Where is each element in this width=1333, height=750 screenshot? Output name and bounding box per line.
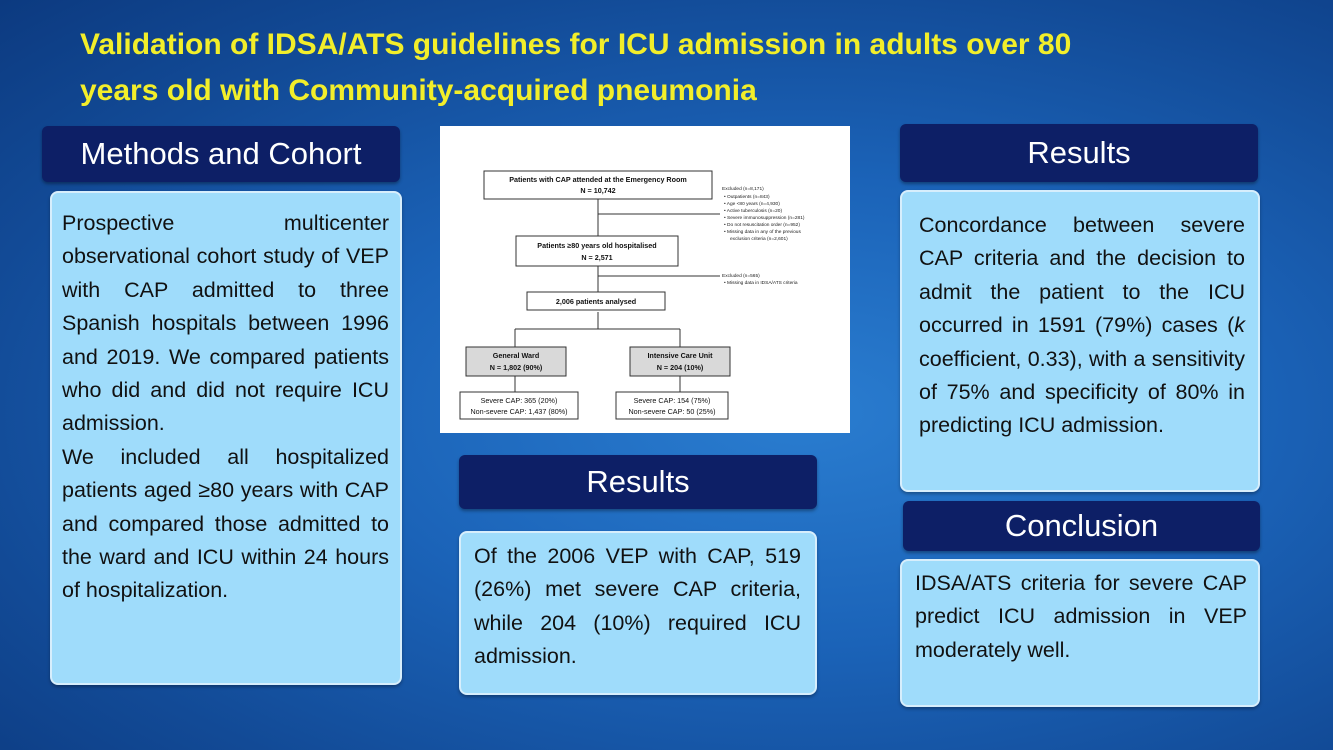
results-right-text: Concordance between severe CAP criteria … [919, 213, 1245, 438]
flow-excl1-item: • Active tuberculosis (n=20) [724, 208, 782, 214]
flow-excl1-item: • Missing data in any of the previous [724, 229, 801, 235]
flow-excl2-title: Excluded (n=565) [722, 273, 760, 279]
conclusion-box: IDSA/ATS criteria for severe CAP predict… [900, 559, 1260, 707]
poster-title-line-1: Validation of IDSA/ATS guidelines for IC… [80, 28, 1072, 61]
methods-paragraph-2: We included all hospitalized patients ag… [62, 444, 389, 603]
flow-box-analysed [526, 291, 666, 311]
methods-header: Methods and Cohort [42, 126, 400, 182]
k-symbol: k [1234, 313, 1245, 338]
poster-title: Validation of IDSA/ATS guidelines for IC… [80, 22, 1280, 114]
flow-top-n: N = 10,742 [580, 186, 615, 195]
flow-box-ward [465, 346, 567, 377]
flow-icu-n: N = 204 (10%) [657, 363, 704, 372]
results-right-box: Concordance between severe CAP criteria … [900, 190, 1260, 492]
flow-excl1-item: • Age <80 years (n=4,930) [724, 201, 780, 207]
results-center-header: Results [459, 455, 817, 509]
flow-excl1-item: • Severe immunosuppression (n=281) [724, 215, 805, 221]
flow-excl2-item: • Missing data in IDSA/ATS criteria [724, 280, 798, 286]
flowchart-figure: Patients with CAP attended at the Emerge… [440, 126, 850, 433]
flow-icu-nonsevere: Non-severe CAP: 50 (25%) [628, 407, 715, 416]
flow-top-title: Patients with CAP attended at the Emerge… [509, 175, 687, 184]
flow-ward-severe: Severe CAP: 365 (20%) [481, 396, 558, 405]
flow-box-top [483, 170, 713, 200]
flow-excl1-item: exclusion criteria (n=2,601) [730, 236, 788, 242]
poster-title-line-2: years old with Community-acquired pneumo… [80, 74, 757, 107]
flow-ward-nonsevere: Non-severe CAP: 1,437 (80%) [470, 407, 567, 416]
flow-icu-title: Intensive Care Unit [647, 351, 713, 360]
flow-box-icu-result [615, 391, 729, 420]
flow-ward-title: General Ward [493, 351, 539, 360]
flow-analysed: 2,006 patients analysed [556, 297, 636, 306]
conclusion-header: Conclusion [903, 501, 1260, 551]
flow-box-hospitalised [515, 235, 679, 267]
flow-box-ward-result [459, 391, 579, 420]
results-center-text: Of the 2006 VEP with CAP, 519 (26%) met … [474, 544, 801, 669]
flowchart-diagram: Patients with CAP attended at the Emerge… [459, 170, 805, 420]
flow-excl1-title: Excluded (n=8,171) [722, 186, 764, 192]
results-center-box: Of the 2006 VEP with CAP, 519 (26%) met … [459, 531, 817, 695]
methods-box: Prospective multicenter observational co… [50, 191, 402, 685]
flow-ward-n: N = 1,802 (90%) [490, 363, 543, 372]
flow-mid-title: Patients ≥80 years old hospitalised [537, 241, 656, 250]
flow-icu-severe: Severe CAP: 154 (75%) [634, 396, 711, 405]
methods-paragraph-1: Prospective multicenter observational co… [62, 211, 389, 436]
results-right-header: Results [900, 124, 1258, 182]
flow-box-icu [629, 346, 731, 377]
flow-excl1-item: • Do not resuscitation order (n=952) [724, 222, 800, 228]
conclusion-text: IDSA/ATS criteria for severe CAP predict… [915, 571, 1247, 662]
flow-mid-n: N = 2,571 [581, 253, 612, 262]
flow-excl1-item: • Outpatients (n=843) [724, 194, 770, 200]
